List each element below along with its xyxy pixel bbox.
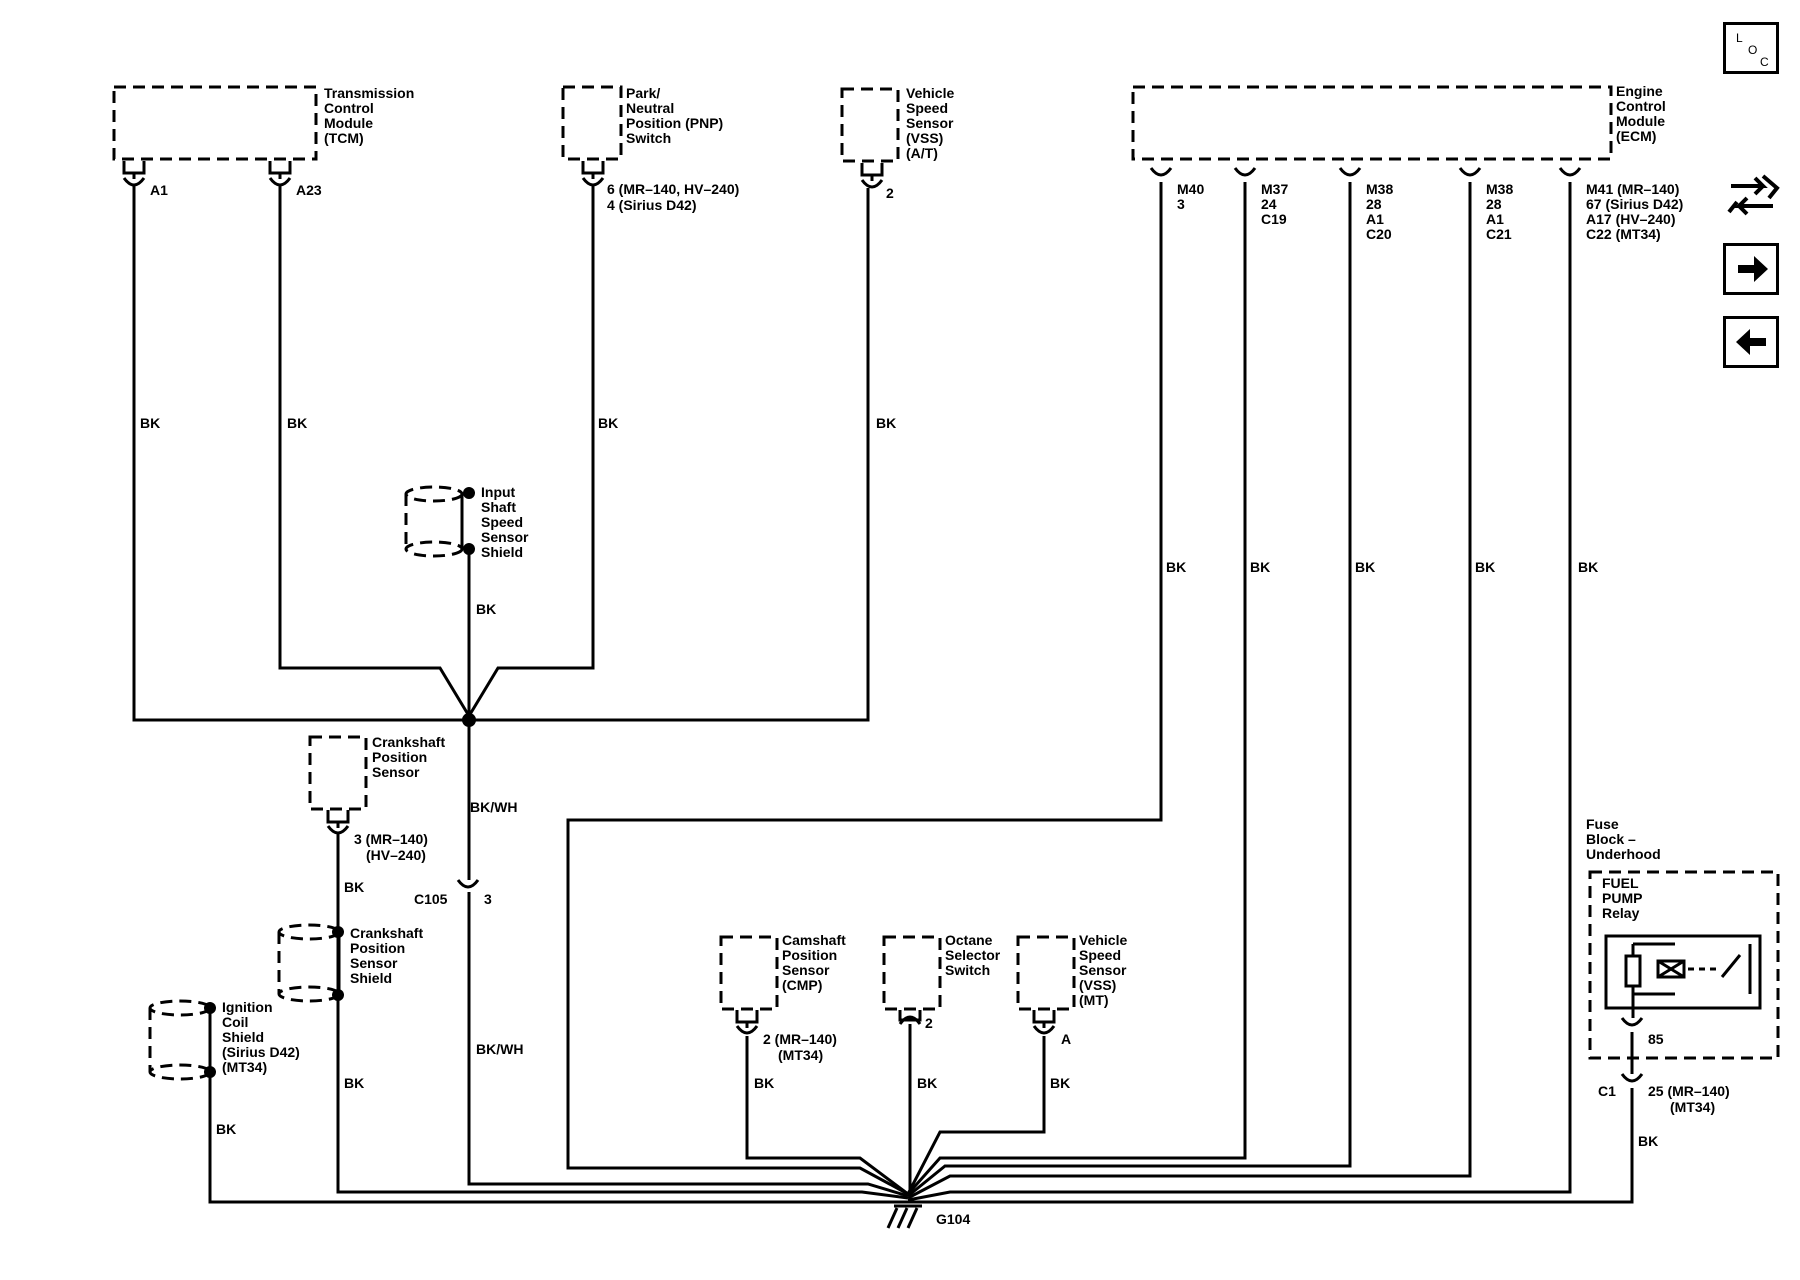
octane-box[interactable]: [882, 935, 942, 1011]
fuse-block-box[interactable]: [1588, 870, 1780, 1060]
svg-text:BK/WH: BK/WH: [476, 1041, 523, 1057]
pnp-box[interactable]: [561, 85, 623, 161]
splice-dot: [462, 713, 476, 727]
svg-text:BK: BK: [917, 1075, 937, 1091]
tcm-a1-pin: A1: [150, 182, 168, 198]
tcm-box[interactable]: [112, 85, 318, 161]
loc-letter-c: C: [1760, 55, 1769, 69]
fuse-block-label: Fuse Block – Underhood: [1586, 816, 1661, 862]
tcm-label: Transmission Control Module (TCM): [324, 85, 418, 146]
ecm-label: Engine Control Module (ECM): [1616, 83, 1670, 144]
fuel-pump-relay-symbol[interactable]: [1604, 934, 1762, 1018]
loc-letter-l: L: [1736, 31, 1743, 45]
svg-text:BK: BK: [287, 415, 307, 431]
vss-mt-label: Vehicle Speed Sensor (VSS) (MT): [1079, 932, 1131, 1008]
cmp-pin: 2 (MR–140) (MT34): [763, 1031, 841, 1063]
ground-g104-label: G104: [936, 1211, 970, 1227]
vss-mt-pin: A: [1061, 1031, 1071, 1047]
c1-name: C1: [1598, 1083, 1616, 1099]
octane-label: Octane Selector Switch: [945, 932, 1004, 978]
c105-pin: 3: [484, 891, 492, 907]
ckp-shield-label: Crankshaft Position Sensor Shield: [350, 925, 427, 986]
next-page-button[interactable]: [1723, 243, 1779, 295]
ignition-coil-shield: [148, 999, 216, 1081]
vss-at-box[interactable]: [840, 87, 900, 163]
pnp-pin: 6 (MR–140, HV–240) 4 (Sirius D42): [607, 181, 743, 213]
svg-text:BK: BK: [1050, 1075, 1070, 1091]
vss-at-label: Vehicle Speed Sensor (VSS) (A/T): [906, 85, 958, 161]
svg-text:BK: BK: [344, 1075, 364, 1091]
connector-swap-button[interactable]: [1723, 168, 1780, 220]
ecm-pin-5: M41 (MR–140) 67 (Sirius D42) A17 (HV–240…: [1586, 181, 1687, 242]
c105-name: C105: [414, 891, 448, 907]
svg-text:BK: BK: [216, 1121, 236, 1137]
fuel-pump-relay-label: FUEL PUMP Relay: [1602, 875, 1646, 921]
location-button[interactable]: L O C: [1723, 22, 1779, 74]
vss-at-pin: 2: [886, 185, 894, 201]
ecm-pin-1: M40 3: [1177, 181, 1208, 212]
ignition-coil-shield-label: Ignition Coil Shield (Sirius D42) (MT34): [222, 999, 304, 1075]
svg-text:BK: BK: [140, 415, 160, 431]
ground-g104-symbol: [886, 1204, 922, 1229]
terminal-symbols: [122, 161, 1644, 1083]
arrow-left-icon: [1736, 329, 1766, 355]
svg-text:BK/WH: BK/WH: [470, 799, 517, 815]
vss-mt-box[interactable]: [1016, 935, 1076, 1011]
svg-text:BK: BK: [598, 415, 618, 431]
cmp-box[interactable]: [719, 935, 779, 1011]
svg-text:BK: BK: [754, 1075, 774, 1091]
relay-pin: 85: [1648, 1031, 1664, 1047]
input-shaft-shield: [404, 485, 475, 558]
svg-text:BK: BK: [1578, 559, 1598, 575]
ecm-box[interactable]: [1131, 85, 1613, 161]
previous-page-button[interactable]: [1723, 316, 1779, 368]
svg-text:BK: BK: [1475, 559, 1495, 575]
svg-text:BK: BK: [1166, 559, 1186, 575]
svg-text:BK: BK: [876, 415, 896, 431]
cmp-label: Camshaft Position Sensor (CMP): [782, 932, 850, 993]
pnp-label: Park/ Neutral Position (PNP) Switch: [626, 85, 727, 146]
svg-text:BK: BK: [1638, 1133, 1658, 1149]
wires: [132, 182, 1634, 1204]
svg-text:BK: BK: [344, 879, 364, 895]
ckp-box[interactable]: [308, 735, 368, 811]
c1-pin: 25 (MR–140) (MT34): [1648, 1083, 1734, 1115]
svg-text:BK: BK: [476, 601, 496, 617]
arrow-right-icon: [1738, 256, 1768, 282]
ecm-pin-3: M38 28 A1 C20: [1366, 181, 1397, 242]
ecm-pin-4: M38 28 A1 C21: [1486, 181, 1517, 242]
connector-swap-icon: [1727, 174, 1780, 216]
ecm-pin-2: M37 24 C19: [1261, 181, 1292, 227]
ckp-shield: [277, 923, 344, 1003]
svg-text:BK: BK: [1355, 559, 1375, 575]
tcm-a23-pin: A23: [296, 182, 322, 198]
loc-letter-o: O: [1748, 43, 1758, 57]
ckp-label: Crankshaft Position Sensor: [372, 734, 449, 780]
ckp-pin: 3 (MR–140) (HV–240): [354, 831, 432, 863]
input-shaft-shield-label: Input Shaft Speed Sensor Shield: [481, 484, 532, 560]
svg-text:BK: BK: [1250, 559, 1270, 575]
octane-pin: 2: [925, 1015, 933, 1031]
wire-color-labels: BK BK BK BK BK BK BK BK BK BK BK/WH BK/W…: [140, 415, 1658, 1149]
